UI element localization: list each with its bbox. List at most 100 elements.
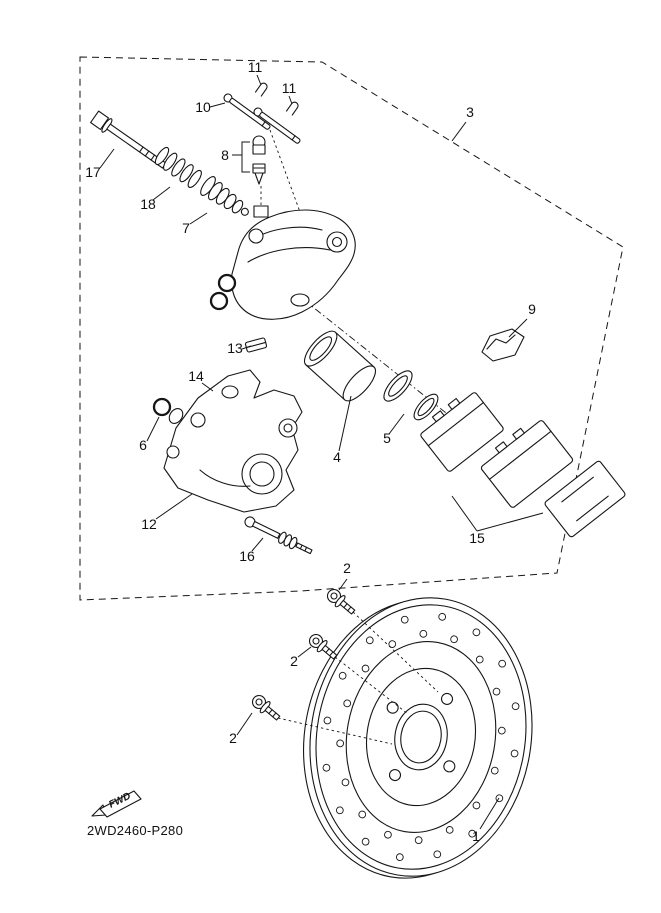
callout-2-c: 2 (229, 730, 237, 746)
leader-lines (99, 74, 544, 830)
disc-drill-hole (419, 629, 428, 638)
bolt-line (334, 656, 409, 715)
callout-6: 6 (139, 437, 147, 453)
callout-14: 14 (188, 368, 204, 384)
callout-15: 15 (469, 530, 485, 546)
disc-drill-hole (472, 801, 481, 810)
pin-shaft (259, 111, 301, 144)
callout-13: 13 (227, 340, 243, 356)
fwd-banner (99, 790, 142, 818)
leader-9 (508, 318, 528, 338)
disc-drill-hole (361, 664, 370, 673)
bleed-screw-8 (252, 135, 266, 185)
disc-bolts-2 (251, 588, 356, 721)
disc-drill-hole (475, 655, 484, 664)
pad-pins-10 (223, 93, 301, 144)
coil-spring-18 (154, 146, 202, 188)
callout-labels: 17 18 7 8 10 11 11 3 13 14 6 12 16 4 5 9… (85, 59, 536, 844)
pin-axis-line (269, 129, 301, 213)
leader-6 (146, 416, 160, 442)
leader-5 (388, 413, 405, 435)
leader-2b (297, 646, 312, 658)
disc-drill-hole (388, 640, 397, 648)
disc-drill-hole (336, 739, 345, 748)
leader-15a (451, 495, 478, 532)
hub-bolt-hole (386, 701, 399, 714)
disc-drill-hole (414, 836, 423, 845)
piston-mouth (303, 330, 338, 367)
leader-11b (288, 95, 293, 105)
boot-bushing-6 (152, 397, 184, 424)
bracket-large-hole (241, 453, 283, 495)
hub-center-hole-inner (400, 710, 442, 764)
hub-center-hole (394, 703, 448, 771)
fwd-marker: FWD (91, 790, 142, 818)
caliper-boss (248, 228, 264, 244)
disc-drill-hole (338, 671, 347, 680)
pad-shim (544, 460, 626, 538)
caliper-bore (290, 293, 310, 307)
disc-drill-hole (472, 628, 481, 637)
callout-4: 4 (333, 449, 341, 465)
bleeder-boss (253, 205, 269, 218)
callout-2-b: 2 (290, 653, 298, 669)
leader-11a (256, 74, 262, 86)
disc-drill-hole (335, 806, 344, 815)
disc-drill-hole (445, 826, 454, 834)
disc-band-inner (345, 641, 497, 833)
disc-drill-hole (358, 810, 367, 819)
brake-pads-15 (420, 392, 626, 538)
disc-drill-hole (510, 749, 519, 758)
brake-pad (480, 420, 574, 508)
disc-drill-hole (490, 766, 499, 775)
disc-drill-hole (438, 613, 447, 621)
callout-10: 10 (195, 99, 211, 115)
part-code: 2WD2460-P280 (87, 823, 183, 838)
clip (254, 82, 268, 97)
hub-bolt-hole (440, 692, 454, 705)
disc-drill-hole (323, 716, 332, 725)
disc-drill-hole (343, 699, 352, 708)
leader-15b (476, 512, 544, 532)
callout-12: 12 (141, 516, 157, 532)
callout-5: 5 (383, 430, 391, 446)
disc-drill-hole (384, 830, 392, 839)
disc-drill-hole (468, 829, 477, 838)
leader-8-bracket (241, 141, 250, 173)
disc-drill-hole (450, 635, 458, 644)
disc-drill-hole (492, 687, 501, 696)
disc-drill-hole (341, 778, 350, 787)
pin-shaft (229, 97, 271, 130)
assembly-boundary (79, 56, 624, 601)
disc-drill-hole (498, 659, 507, 668)
bolt-assembly-lines (277, 611, 439, 745)
piston-axis-line (303, 299, 471, 433)
leader-2a (338, 578, 348, 591)
leader-1 (479, 797, 500, 830)
callout-17: 17 (85, 164, 101, 180)
hub-bolt-hole (388, 769, 402, 782)
disc-bolt (251, 694, 281, 721)
bracket-ear-hole (166, 445, 180, 459)
leader-2c (236, 712, 253, 736)
caliper-bracket-12 (163, 369, 303, 513)
mount-bushing (209, 291, 229, 311)
leader-7 (189, 212, 208, 225)
pad-support-clip-13 (244, 337, 268, 353)
disc-drill-hole (497, 726, 506, 735)
leader-16 (251, 537, 264, 552)
caliper-piston-4 (303, 330, 377, 402)
caliper-body (209, 205, 356, 320)
callout-3: 3 (466, 104, 474, 120)
callout-18: 18 (140, 196, 156, 212)
leader-17 (99, 148, 115, 169)
callout-9: 9 (528, 301, 536, 317)
disc-rim-inner-line (315, 604, 527, 870)
leader-4 (338, 395, 352, 452)
callout-11-a: 11 (248, 59, 263, 75)
bleeder-tip (254, 172, 264, 185)
disc-drill-hole (400, 615, 409, 624)
disc-drill-hole (365, 636, 374, 645)
